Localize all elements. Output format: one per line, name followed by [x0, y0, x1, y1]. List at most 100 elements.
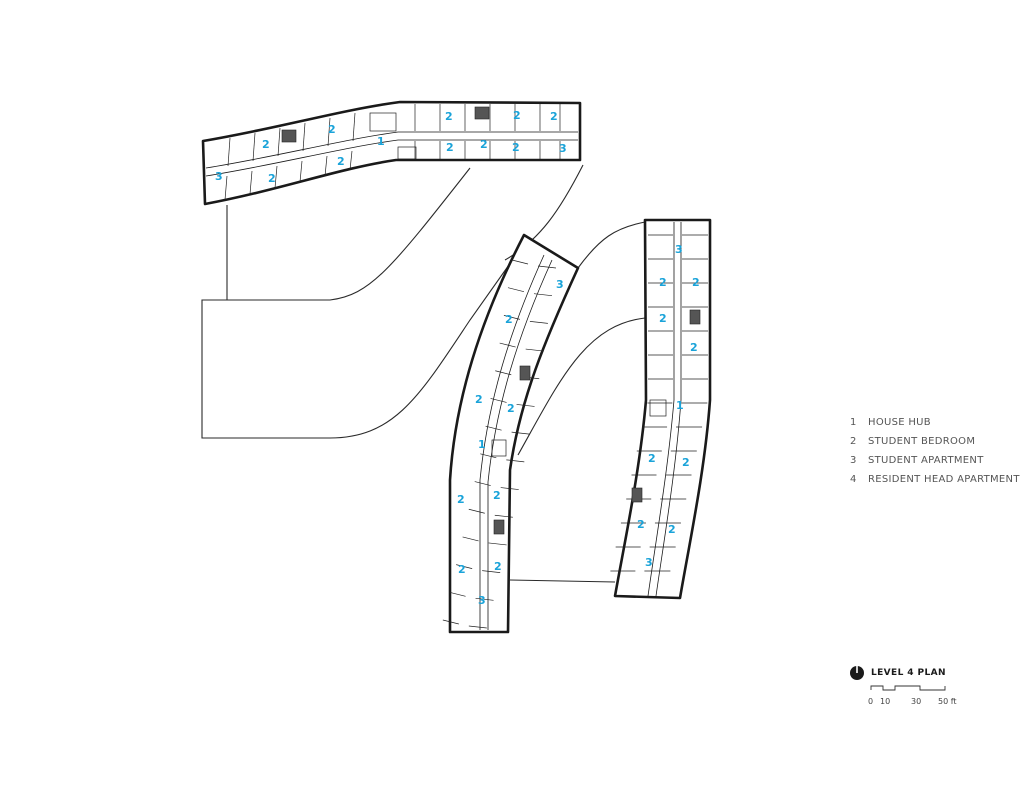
scale-bar [870, 685, 946, 691]
legend-item-resident-head-apartment: 4 RESIDENT HEAD APARTMENT [850, 474, 1020, 485]
room-tag: 2 [458, 563, 466, 576]
stair-core [474, 106, 490, 120]
room-tag: 2 [513, 109, 521, 122]
scale-label: 0 [868, 697, 874, 706]
room-tag: 2 [505, 313, 513, 326]
room-partition [495, 370, 512, 376]
room-tag: 2 [692, 276, 700, 289]
room-partition [529, 321, 548, 324]
legend-number: 2 [850, 436, 857, 447]
room-partition [468, 508, 485, 514]
room-tag: 2 [457, 493, 465, 506]
scale-label: 10 [880, 697, 891, 706]
room-tag: 2 [328, 123, 336, 136]
room-partition [442, 619, 459, 625]
room-tag: 2 [507, 402, 515, 415]
room-tag: 1 [377, 135, 385, 148]
room-partition [449, 591, 466, 597]
legend-number: 4 [850, 474, 857, 485]
room-partition [227, 137, 231, 167]
room-partition [302, 122, 306, 152]
legend-item-house-hub: 1 HOUSE HUB [850, 417, 931, 428]
room-tags: 3 2 2 2 2 1 2 2 2 2 2 2 3 3 2 2 2 1 2 2 2 2 3 3 2 2 2 2 1 2 2 2 2 3 [215, 109, 700, 607]
room-partition [327, 117, 331, 147]
room-tag: 1 [478, 438, 486, 451]
plan-title: LEVEL 4 PLAN [871, 668, 946, 678]
scale-label: 50 ft [938, 697, 957, 706]
room-tag: 2 [337, 155, 345, 168]
room-tag: 2 [659, 276, 667, 289]
room-partition [488, 542, 507, 546]
room-partition [274, 165, 278, 189]
room-partition [299, 160, 303, 183]
east-wing [610, 218, 712, 600]
room-tag: 2 [445, 110, 453, 123]
room-tag: 2 [659, 312, 667, 325]
room-tag: 2 [550, 110, 558, 123]
room-tag: 2 [262, 138, 270, 151]
stair-core [689, 309, 701, 325]
elevator [491, 439, 507, 457]
legend-label: HOUSE HUB [868, 417, 931, 428]
room-tag: 2 [475, 393, 483, 406]
room-tag: 3 [675, 243, 683, 256]
room-tag: 3 [645, 556, 653, 569]
room-partition [480, 453, 497, 459]
room-tag: 2 [494, 560, 502, 573]
room-partition [252, 132, 256, 162]
north-arrow-icon [850, 666, 864, 680]
stair-core [281, 129, 297, 143]
room-partition [507, 287, 525, 293]
room-partition [468, 625, 487, 629]
room-tag: 2 [480, 138, 488, 151]
stair-core [493, 519, 505, 535]
room-partition [533, 293, 553, 297]
room-partition [500, 487, 519, 490]
room-partition [485, 425, 502, 431]
elevator [649, 399, 667, 417]
legend-label: RESIDENT HEAD APARTMENT [868, 474, 1020, 485]
room-tag: 3 [215, 170, 223, 183]
room-partition [352, 112, 356, 142]
room-tag: 1 [676, 399, 684, 412]
legend-number: 1 [850, 417, 857, 428]
room-partition [277, 127, 281, 157]
room-partition [494, 514, 513, 518]
room-tag: 2 [637, 518, 645, 531]
room-tag: 2 [446, 141, 454, 154]
room-tag: 2 [493, 489, 501, 502]
site-lines [201, 164, 646, 583]
room-tag: 3 [559, 142, 567, 155]
room-partition [490, 398, 507, 403]
room-partition [475, 597, 494, 601]
scale-label: 30 [911, 697, 922, 706]
room-partition [511, 431, 530, 435]
room-tag: 2 [690, 341, 698, 354]
room-tag: 3 [556, 278, 564, 291]
room-partition [462, 536, 479, 542]
room-partition [224, 175, 228, 201]
room-tag: 2 [648, 452, 656, 465]
room-partition [349, 150, 353, 171]
legend-number: 3 [850, 455, 857, 466]
room-partition [537, 265, 557, 269]
lounge-furniture [397, 146, 417, 160]
room-tag: 2 [668, 523, 676, 536]
room-partition [503, 315, 520, 320]
legend-label: STUDENT BEDROOM [868, 436, 976, 447]
room-partition [482, 570, 501, 573]
elevator [369, 112, 397, 132]
middle-wing [442, 233, 580, 634]
room-partition [456, 564, 473, 569]
north-wing [201, 100, 582, 206]
room-tag: 3 [478, 594, 486, 607]
room-partition [506, 459, 525, 463]
room-tag: 2 [512, 141, 520, 154]
room-partition [474, 481, 491, 486]
room-tag: 2 [682, 456, 690, 469]
room-tag: 2 [268, 172, 276, 185]
stair-core [631, 487, 643, 503]
room-partition [525, 348, 544, 352]
